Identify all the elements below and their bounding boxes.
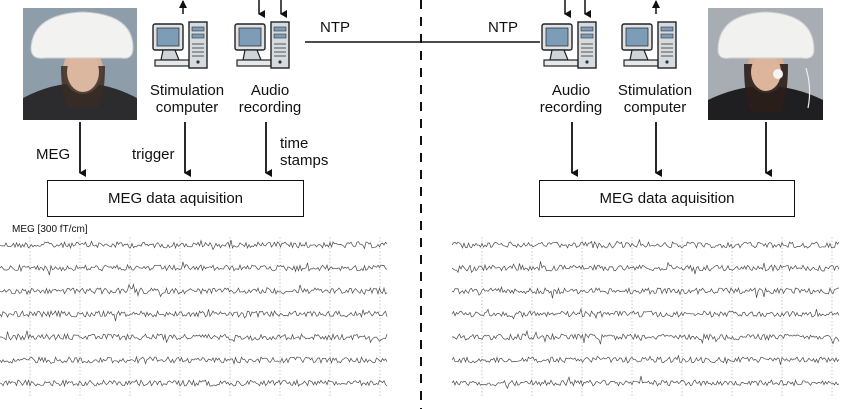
- left-meg-trace: [0, 309, 387, 321]
- left-audio-line1: Audio: [230, 82, 310, 99]
- left-audio-recording-computer-icon: [235, 22, 289, 68]
- left-stimulation-computer-icon: [153, 22, 207, 68]
- right-audio-recording-label: Audio recording: [531, 82, 611, 116]
- left-stim-line2: computer: [142, 99, 232, 116]
- right-meg-trace: [452, 240, 839, 248]
- right-subject-photo: [708, 8, 823, 120]
- right-audio-line2: recording: [531, 99, 611, 116]
- left-stim-line1: Stimulation: [142, 82, 232, 99]
- left-meg-trace: [0, 240, 387, 250]
- left-audio-line2: recording: [230, 99, 310, 116]
- left-meg-trace: [0, 284, 387, 296]
- left-meg-trace: [0, 331, 387, 343]
- left-trigger-label: trigger: [132, 146, 175, 163]
- right-meg-trace: [452, 376, 839, 388]
- right-audio-line1: Audio: [531, 82, 611, 99]
- left-meg-acquisition-box: MEG data aquisition: [47, 180, 304, 217]
- left-meg-trace: [0, 380, 387, 386]
- ntp-label-right: NTP: [488, 19, 518, 36]
- right-stim-line1: Stimulation: [610, 82, 700, 99]
- right-stimulation-computer-icon: [622, 22, 676, 68]
- right-meg-trace: [452, 331, 839, 344]
- right-stim-line2: computer: [610, 99, 700, 116]
- right-audio-recording-computer-icon: [542, 22, 596, 68]
- right-meg-trace: [452, 356, 839, 365]
- right-stimulation-computer-label: Stimulation computer: [610, 82, 700, 116]
- left-meg-traces: [0, 237, 387, 397]
- left-time-line2: stamps: [280, 152, 328, 169]
- right-meg-acquisition-box: MEG data aquisition: [539, 180, 795, 217]
- right-meg-trace: [452, 261, 839, 274]
- left-timestamps-label: time stamps: [280, 135, 328, 169]
- left-subject-photo: [23, 8, 137, 120]
- left-meg-trace: [0, 357, 387, 364]
- ntp-label-left: NTP: [320, 19, 350, 36]
- right-meg-trace: [452, 309, 839, 319]
- meg-scale-label: MEG [300 fT/cm]: [12, 221, 88, 238]
- right-meg-trace: [452, 287, 839, 298]
- left-time-line1: time: [280, 135, 328, 152]
- left-meg-label: MEG: [36, 146, 70, 163]
- left-meg-trace: [0, 262, 387, 275]
- left-audio-recording-label: Audio recording: [230, 82, 310, 116]
- left-stimulation-computer-label: Stimulation computer: [142, 82, 232, 116]
- right-meg-traces: [452, 237, 839, 397]
